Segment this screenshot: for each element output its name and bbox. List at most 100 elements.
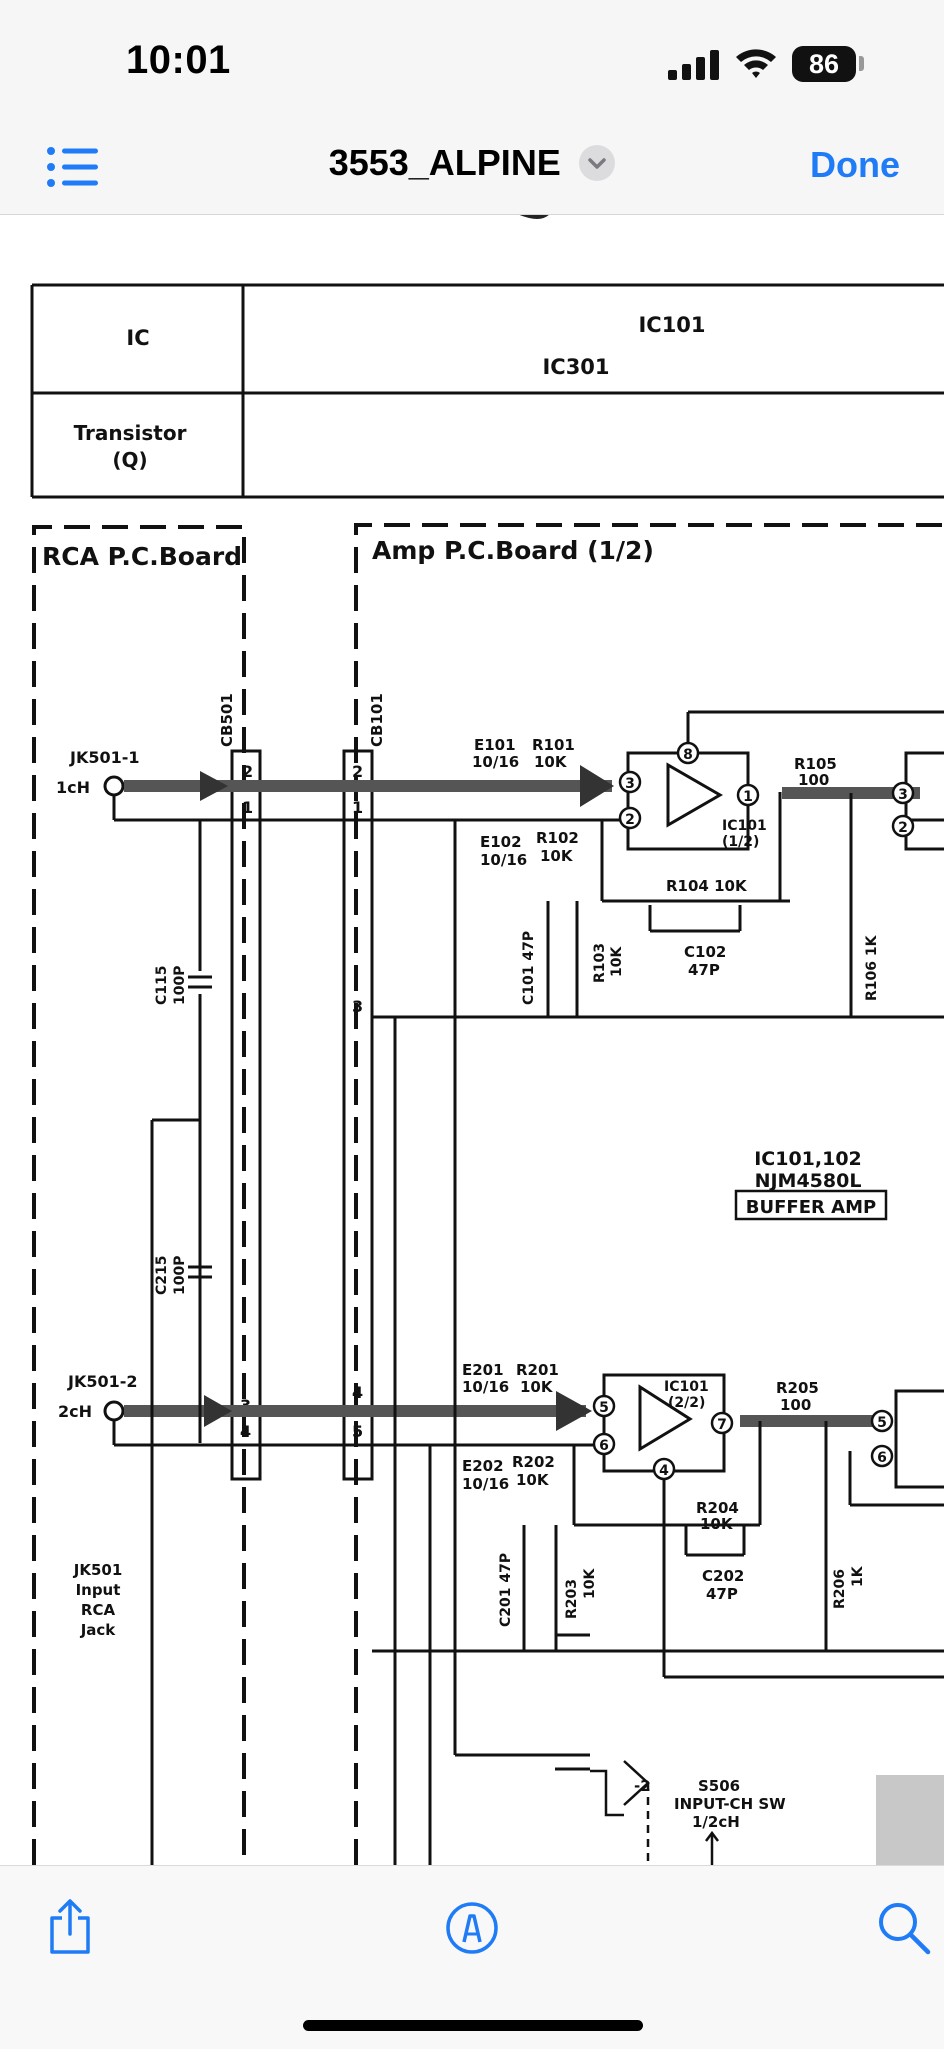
r201-label: R201 [516,1361,559,1379]
c201-label: C201 47P [498,1553,514,1627]
document-title-area: 3553_ALPINE [0,142,944,184]
c102-label: C102 [684,943,726,961]
ic101a-value: (1/2) [722,834,759,850]
pin-label: 5 [352,1422,363,1441]
e102-value: 10/16 [480,851,527,869]
op-pin: 1 [743,789,753,805]
c102-value: 47P [688,961,720,979]
e101-value: 10/16 [472,753,519,771]
scan-noise-patch [876,1775,944,1865]
switch-sub: 1/2cH [692,1813,740,1831]
r101-label: R101 [532,736,575,754]
op-pin: 2 [625,812,635,828]
pin-label: 2 [242,762,253,781]
pin-label: 4 [352,1383,363,1402]
ch1-label: 1cH [56,778,90,797]
wifi-icon [736,49,776,78]
r205-label: R205 [776,1379,819,1397]
bottom-toolbar [0,1865,944,2049]
r204-label: R204 [696,1499,739,1517]
r102-value: 10K [540,847,574,865]
c215-label: C215 [154,1256,170,1296]
op-pin: 8 [683,747,693,763]
switch-name: S506 [698,1777,740,1795]
pin-label: 2 [352,762,363,781]
r202-value: 10K [516,1471,550,1489]
battery-icon [859,56,864,71]
op-pin: 2 [898,820,908,836]
home-indicator[interactable] [303,2020,643,2031]
jack-1cH-terminal [103,775,125,797]
op-pin: 5 [877,1415,887,1431]
document-page: IC IC101 IC301 Transistor (Q) RCA P.C.Bo… [0,215,944,1865]
c215-value: 100P [172,1256,188,1295]
op-pin: 7 [717,1417,727,1433]
amp-board-label: Amp P.C.Board (1/2) [372,536,654,565]
buffer-note-box [734,1189,888,1221]
jk501-1-label: JK501-1 [69,748,140,767]
jk501-note: Jack [80,1621,117,1639]
jk501-note: RCA [81,1601,116,1619]
r101-value: 10K [534,753,568,771]
op-pin: 5 [599,1400,609,1416]
jk501-note: JK501 [73,1561,123,1579]
r103-value: 10K [609,946,625,977]
ic101b-value: (2/2) [668,1395,705,1411]
pin-label: 3 [352,997,363,1016]
r106-label: R106 1K [864,934,880,1001]
table-ic-value-1: IC101 [638,313,705,337]
switch-pin: -2 [634,1777,651,1795]
table-ic-label: IC [126,326,149,350]
schematic-drawing: IC IC101 IC301 Transistor (Q) RCA P.C.Bo… [30,215,944,1865]
c202-label: C202 [702,1567,744,1585]
r202-label: R202 [512,1453,555,1471]
buffer-note-ic: IC101,102 [754,1148,862,1170]
cb501-label: CB501 [218,693,236,747]
pin-label: 1 [242,798,253,817]
cellular-signal-icon [668,50,719,80]
buffer-note-label: BUFFER AMP [746,1197,876,1218]
e202-value: 10/16 [462,1475,509,1493]
r205-value: 100 [780,1396,811,1414]
op-pin: 6 [599,1438,609,1454]
r203-value: 10K [582,1568,598,1599]
r105-value: 100 [798,771,829,789]
jk501-note: Input [76,1581,121,1599]
r204-value: 10K [700,1515,734,1533]
pin-label: 4 [240,1422,251,1441]
markup-icon[interactable] [442,1898,502,1958]
r206-label: R206 [832,1569,848,1609]
switch-desc: INPUT-CH SW [674,1795,786,1813]
r203-label: R203 [564,1579,580,1619]
table-transistor-sub: (Q) [112,448,147,472]
spec-table [30,283,944,499]
navigation-bar: 3553_ALPINE Done [0,120,944,215]
status-time: 10:01 [126,38,231,82]
e201-value: 10/16 [462,1378,509,1396]
op-pin: 3 [625,776,635,792]
buffer-note-part: NJM4580L [755,1170,862,1192]
search-icon[interactable] [874,1898,934,1958]
document-title[interactable]: 3553_ALPINE [328,142,561,183]
c115-label: C115 [154,966,170,1006]
ic101b-label: IC101 [664,1379,709,1395]
c115-value: 100P [172,966,188,1005]
outline-list-icon[interactable] [46,144,100,190]
battery-level: 86 [792,46,856,82]
op-pin: 6 [877,1450,887,1466]
e102-label: E102 [480,833,522,851]
r104-label: R104 10K [666,877,748,895]
done-button[interactable]: Done [810,144,900,185]
rca-board-label: RCA P.C.Board [42,542,242,571]
op-pin: 4 [659,1463,669,1479]
share-icon[interactable] [40,1898,100,1958]
chevron-down-icon[interactable] [579,145,616,181]
table-ic-value-2: IC301 [542,355,609,379]
status-bar: 10:01 86 [0,0,944,120]
r103-label: R103 [592,943,608,983]
jack-2cH-terminal [103,1400,125,1422]
jk501-2-label: JK501-2 [67,1372,138,1391]
r102-label: R102 [536,829,579,847]
ch2-label: 2cH [58,1402,92,1421]
e201-label: E201 [462,1361,504,1379]
